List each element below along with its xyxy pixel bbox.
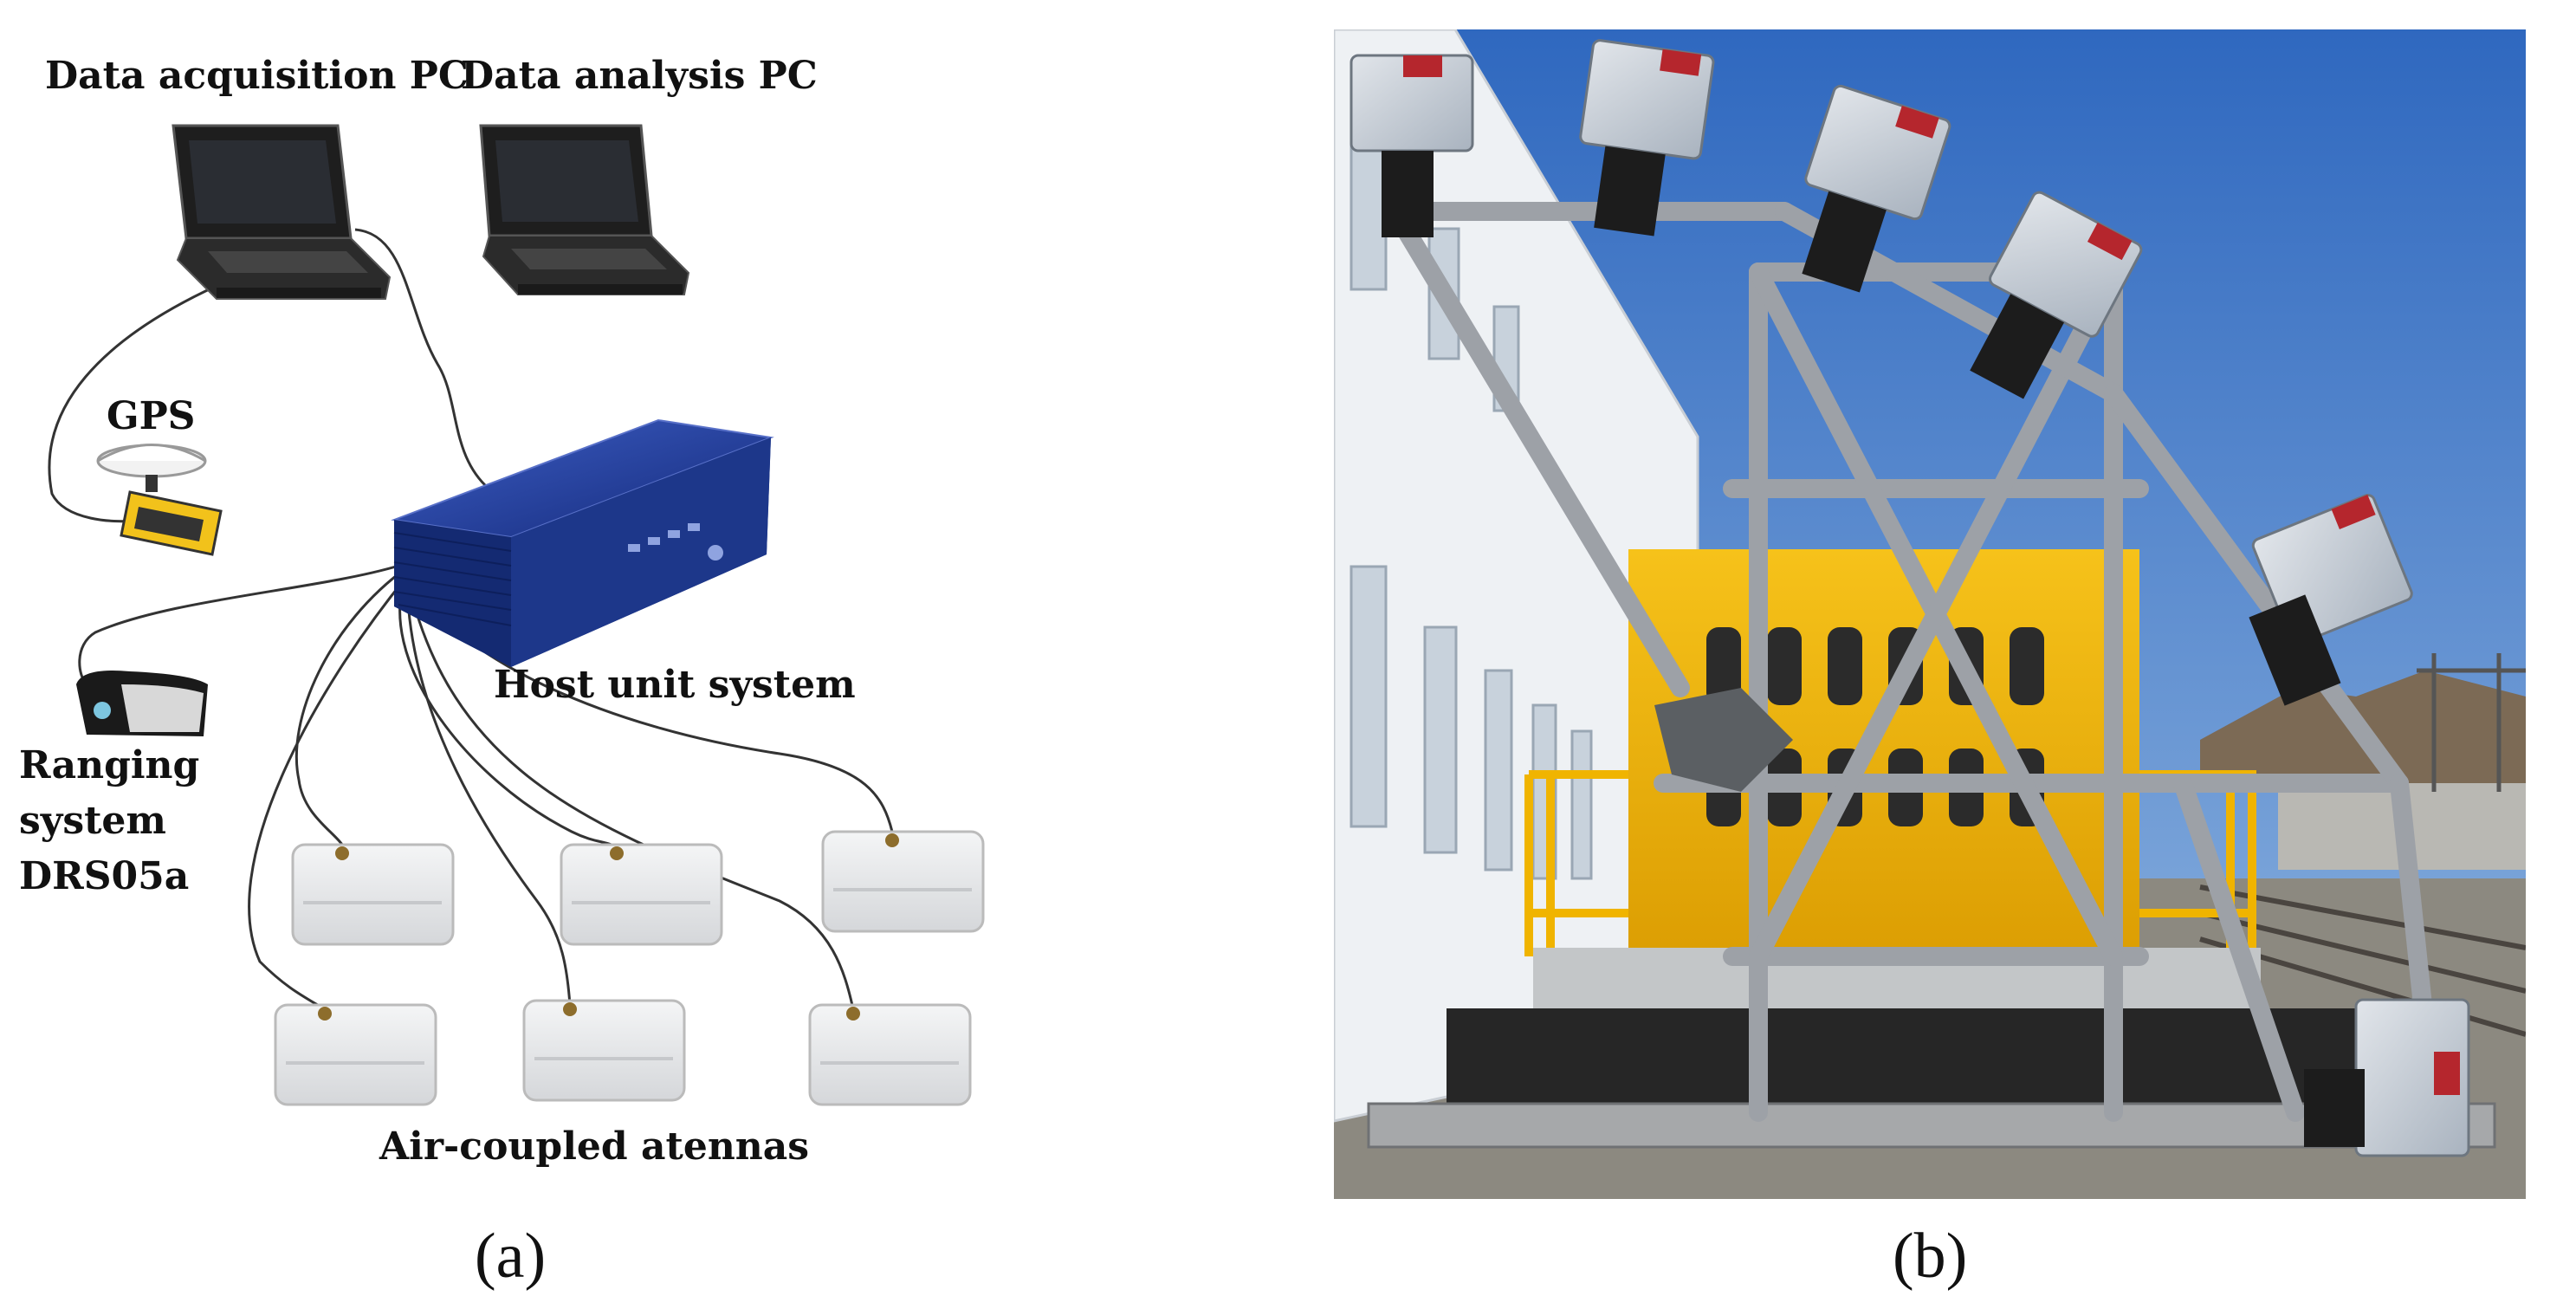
panel-a-diagram bbox=[48, 124, 985, 1106]
frame-plate bbox=[1654, 688, 1793, 792]
antenna-1 bbox=[291, 843, 455, 946]
locomotive-photo-illustration bbox=[1334, 29, 2526, 1199]
cable-host-to-ant1 bbox=[294, 566, 408, 846]
sensor-2 bbox=[1579, 39, 1715, 237]
label-ranging-line-3: DRS05a bbox=[19, 854, 190, 898]
label-data-analysis-pc: Data analysis PC bbox=[461, 54, 818, 98]
antenna-6 bbox=[808, 1003, 972, 1106]
ranging-sensor-icon bbox=[76, 671, 208, 736]
gps-receiver-icon bbox=[96, 444, 223, 556]
cable-pc-to-gps bbox=[48, 284, 217, 523]
acquisition-laptop bbox=[172, 124, 392, 300]
cable-host-to-ant4 bbox=[248, 575, 409, 1011]
panel-b-photo bbox=[1334, 29, 2526, 1199]
sensor-6 bbox=[2304, 998, 2470, 1157]
label-host-unit-system: Host unit system bbox=[494, 663, 856, 707]
antenna-2 bbox=[560, 843, 723, 946]
sensor-5 bbox=[2249, 494, 2413, 706]
antenna-3 bbox=[821, 830, 985, 933]
antenna-5 bbox=[522, 999, 686, 1102]
panel-a-caption: (a) bbox=[475, 1221, 547, 1292]
locomotive-base bbox=[1447, 1008, 2382, 1104]
cable-host-to-ranging bbox=[78, 561, 408, 686]
host-unit-box bbox=[391, 418, 774, 667]
sensor-3 bbox=[1802, 84, 1951, 293]
label-air-coupled-antennas: Air-coupled atennas bbox=[379, 1124, 810, 1169]
cable-host-to-ant5 bbox=[405, 575, 572, 1006]
catenary-poles bbox=[2417, 653, 2526, 792]
sensor-4 bbox=[1970, 191, 2143, 399]
antenna-4 bbox=[274, 1003, 437, 1106]
panel-b-caption: (b) bbox=[1893, 1221, 1968, 1292]
label-ranging-line-2: system bbox=[19, 799, 166, 843]
cable-pc-to-host bbox=[354, 228, 487, 487]
label-ranging-line-1: Ranging bbox=[19, 743, 200, 787]
label-gps: GPS bbox=[107, 394, 196, 438]
sensor-1 bbox=[1349, 54, 1474, 237]
cable-host-to-ant2 bbox=[398, 571, 618, 851]
label-data-acquisition-pc: Data acquisition PC bbox=[45, 54, 469, 98]
analysis-laptop bbox=[479, 124, 690, 295]
